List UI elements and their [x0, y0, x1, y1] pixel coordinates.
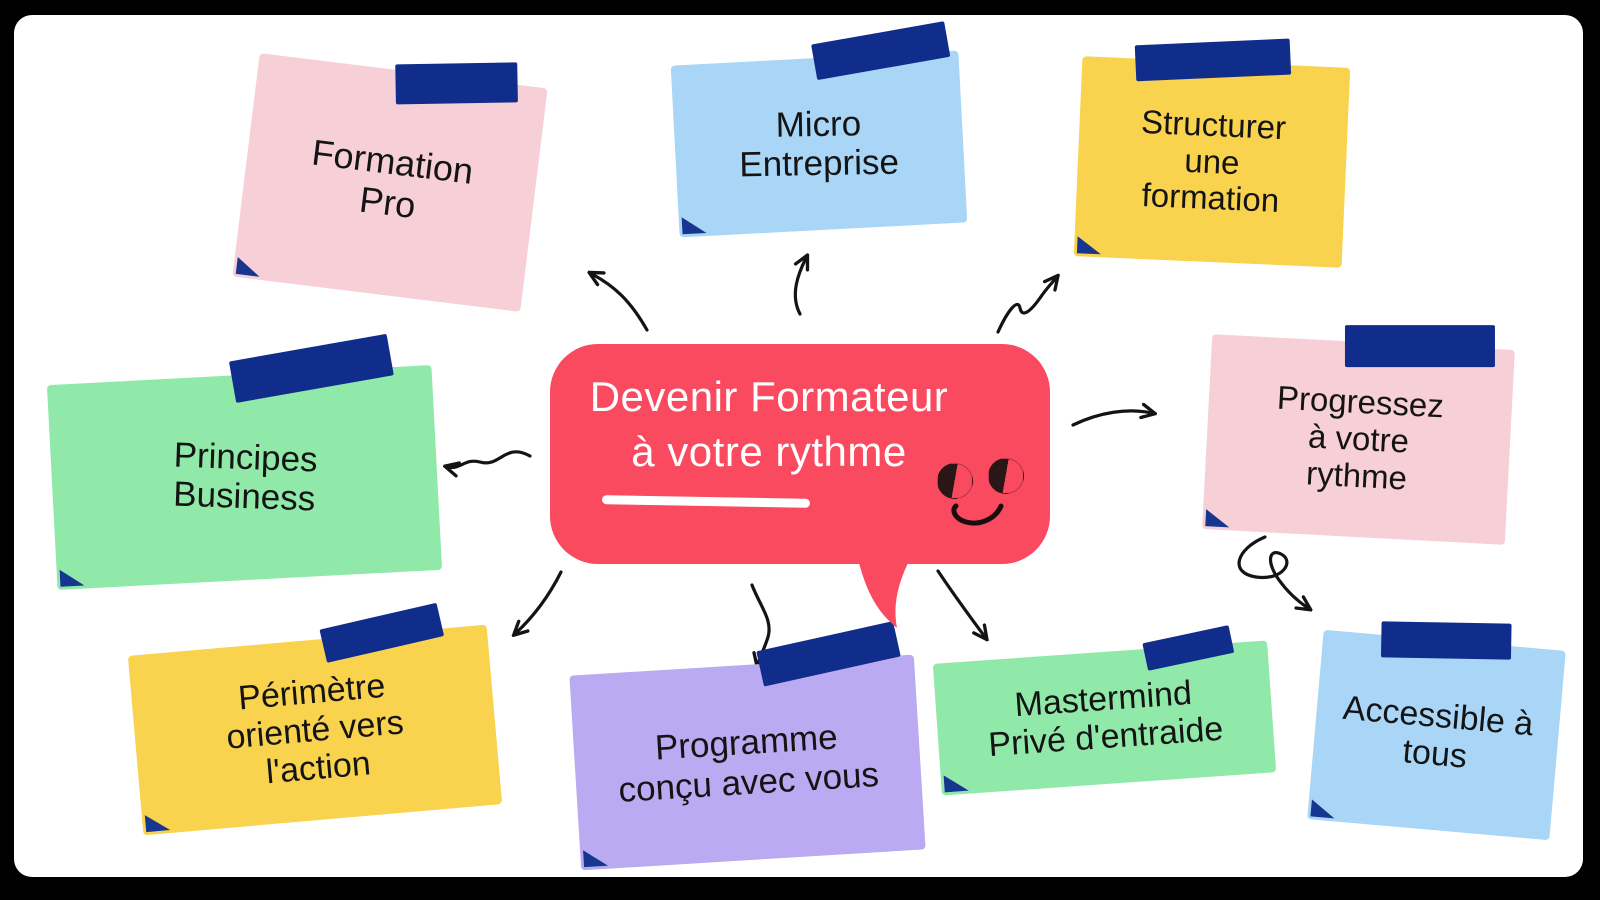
- underline-scribble-icon: [601, 495, 811, 508]
- corner-fold-icon: [59, 568, 85, 587]
- eye-icon: [988, 458, 1024, 494]
- corner-fold-icon: [1310, 799, 1336, 819]
- corner-fold-icon: [943, 773, 969, 793]
- eye-icon: [937, 463, 973, 499]
- tape-icon: [1344, 325, 1495, 368]
- smile-icon: [951, 503, 1004, 526]
- corner-fold-icon: [583, 848, 609, 868]
- tape-icon: [1380, 621, 1512, 660]
- tape-icon: [1134, 38, 1292, 82]
- speech-bubble-tail: [857, 555, 912, 628]
- corner-fold-icon: [1076, 236, 1102, 255]
- corner-fold-icon: [681, 216, 707, 235]
- corner-fold-icon: [144, 813, 171, 833]
- corner-fold-icon: [235, 257, 262, 277]
- corner-fold-icon: [1205, 509, 1231, 528]
- tape-icon: [395, 62, 518, 105]
